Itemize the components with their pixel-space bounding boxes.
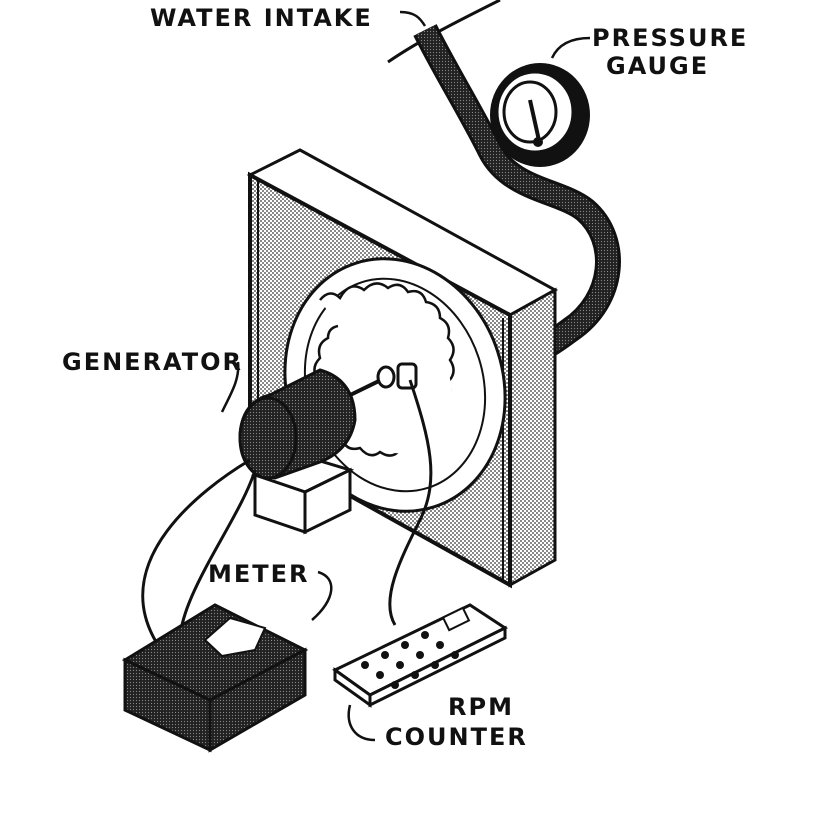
label-leaders: [220, 10, 591, 742]
water-intake-leader: [399, 10, 427, 27]
label-pressure-gauge-line2: GAUGE: [606, 52, 709, 80]
generator-base: [250, 453, 355, 535]
generator: [238, 368, 357, 480]
label-rpm: RPM: [448, 693, 514, 721]
meter-display: [203, 616, 267, 658]
pressure-gauge-leader: [550, 36, 591, 59]
label-meter: METER: [208, 560, 310, 588]
label-counter: COUNTER: [385, 723, 528, 751]
rpm-counter: [332, 603, 509, 708]
meter-leader: [311, 570, 333, 621]
rpm-sensor: [396, 362, 418, 390]
label-pressure-gauge-line1: PRESSURE: [592, 24, 748, 52]
meter: [121, 603, 309, 753]
label-water-intake: WATER INTAKE: [150, 4, 373, 32]
generator-leader: [220, 361, 240, 413]
rpm-display: [441, 606, 471, 632]
pressure-gauge: [490, 63, 590, 167]
rpm-keypad: [361, 631, 459, 689]
rpm-counter-leader: [347, 704, 376, 742]
water-intake-pipe: [387, 0, 621, 367]
label-generator: GENERATOR: [62, 348, 243, 376]
